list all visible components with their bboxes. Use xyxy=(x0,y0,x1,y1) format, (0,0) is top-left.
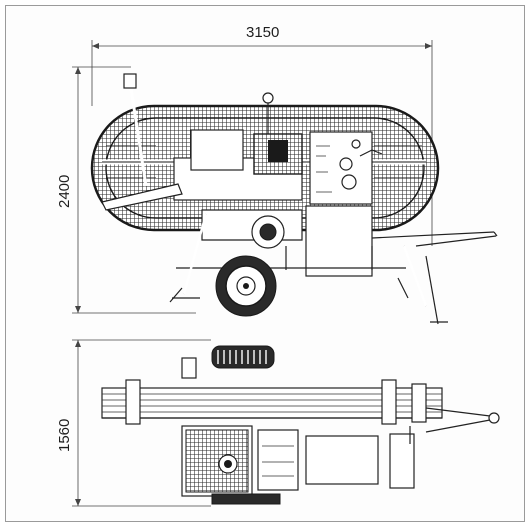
front-frame-arm xyxy=(101,183,183,211)
drawing-frame: 3150 2400 1560 xyxy=(5,5,525,522)
tow-eye xyxy=(488,412,500,424)
indicator-gauge-icon xyxy=(351,139,361,149)
control-knob-icon xyxy=(341,174,357,190)
top-hydraulic-tank xyxy=(305,435,379,485)
lifting-eye xyxy=(262,92,274,104)
boom-head xyxy=(123,73,137,89)
top-view xyxy=(101,345,500,505)
engine-cover xyxy=(190,129,244,171)
motor-housing xyxy=(257,429,299,491)
height-dimension-label: 2400 xyxy=(56,175,73,208)
side-view xyxy=(90,73,498,325)
length-dimension-label: 3150 xyxy=(246,24,279,41)
technical-drawing: 3150 2400 1560 xyxy=(56,24,500,507)
width-dimension: 1560 xyxy=(56,339,211,507)
height-dimension: 2400 xyxy=(56,66,196,314)
pressure-gauge-icon xyxy=(339,157,353,171)
hydraulic-tank xyxy=(305,205,373,277)
spare-tire xyxy=(211,345,275,369)
lower-wheel xyxy=(211,493,281,505)
width-dimension-label: 1560 xyxy=(56,419,73,452)
